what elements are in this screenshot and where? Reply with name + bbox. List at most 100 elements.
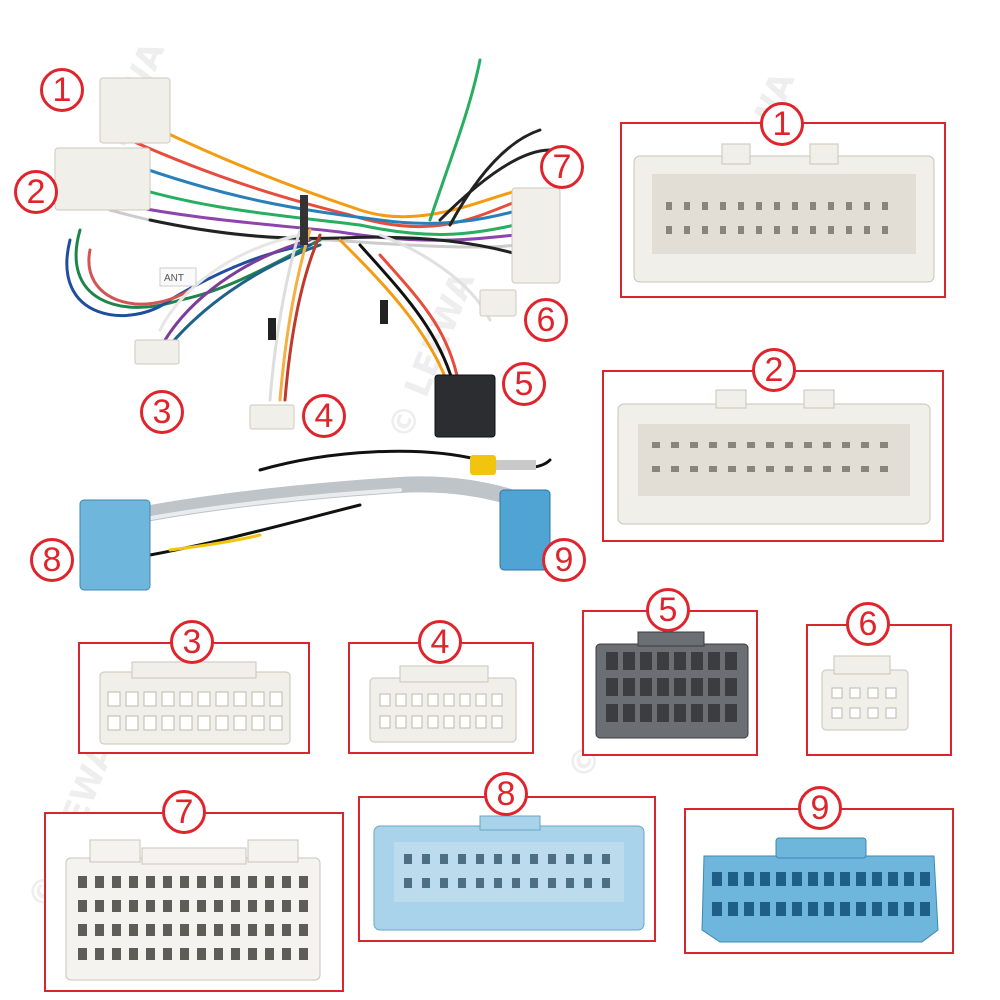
connector-cell [214, 876, 223, 888]
connector-cell [690, 466, 698, 472]
connector-cell [475, 693, 487, 707]
connector-cell [265, 924, 274, 936]
connector-cell [766, 442, 774, 448]
connector-panel-1 [620, 122, 946, 298]
connector-cell [640, 652, 652, 670]
connector-label-1: 1 [760, 102, 804, 146]
connector-cell [882, 226, 888, 234]
connector-cell [146, 948, 155, 960]
connector-cell [231, 876, 240, 888]
connector-cell [606, 652, 618, 670]
connector-cell [395, 715, 407, 729]
connector-cell [840, 902, 850, 916]
connector-cell [299, 948, 308, 960]
connector-cell [231, 948, 240, 960]
connector-cell [904, 872, 914, 886]
connector-cell [125, 715, 139, 731]
connector-cell [810, 202, 816, 210]
harness-tag-label: ANT [164, 273, 184, 284]
connector-cell [179, 715, 193, 731]
connector-cell [422, 878, 430, 888]
connector-cell [197, 924, 206, 936]
connector-1-pins [666, 202, 888, 234]
connector-cell [776, 902, 786, 916]
connector-9-cells [712, 872, 930, 916]
connector-cell [690, 442, 698, 448]
connector-cell [112, 948, 121, 960]
connector-cell [602, 854, 610, 864]
connector-cell [95, 900, 104, 912]
connector-4-cells [379, 693, 503, 729]
connector-cell [161, 715, 175, 731]
connector-cell [810, 226, 816, 234]
connector-cell [443, 715, 455, 729]
connector-cell [671, 466, 679, 472]
connector-cell [856, 902, 866, 916]
connector-cell [623, 704, 635, 722]
connector-cell [725, 678, 737, 696]
connector-cell [708, 652, 720, 670]
connector-3-cells [107, 691, 283, 731]
connector-cell [856, 872, 866, 886]
connector-cell [840, 872, 850, 886]
connector-cell [143, 691, 157, 707]
connector-cell [95, 876, 104, 888]
connector-cell [163, 900, 172, 912]
connector-label-8: 8 [484, 772, 528, 816]
connector-cell [491, 693, 503, 707]
connector-cell [440, 878, 448, 888]
connector-cell [691, 652, 703, 670]
connector-cell [808, 872, 818, 886]
connector-cell [422, 854, 430, 864]
connector-cell [657, 678, 669, 696]
connector-cell [512, 878, 520, 888]
connector-cell [760, 872, 770, 886]
connector-cell [747, 466, 755, 472]
connector-cell [548, 878, 556, 888]
connector-cell [265, 876, 274, 888]
callout-9: 9 [542, 538, 586, 582]
connector-cell [476, 854, 484, 864]
connector-cell [792, 226, 798, 234]
connector-cell [774, 202, 780, 210]
connector-cell [197, 900, 206, 912]
callout-1: 1 [40, 68, 84, 112]
connector-cell [251, 691, 265, 707]
connector-panel-7 [44, 812, 344, 992]
connector-cell [792, 202, 798, 210]
connector-7-cells [78, 876, 308, 960]
connector-cell [299, 876, 308, 888]
connector-cell [882, 202, 888, 210]
connector-cell [179, 691, 193, 707]
connector-cell [282, 924, 291, 936]
connector-cell [404, 854, 412, 864]
connector-cell [744, 872, 754, 886]
connector-cell [459, 715, 471, 729]
connector-cell [512, 854, 520, 864]
connector-cell [702, 226, 708, 234]
connector-label-7: 7 [162, 790, 206, 834]
connector-cell [652, 466, 660, 472]
connector-cell [776, 872, 786, 886]
connector-cell [657, 652, 669, 670]
connector-cell [712, 872, 722, 886]
connector-cell [738, 202, 744, 210]
connector-cell [566, 878, 574, 888]
connector-cell [163, 876, 172, 888]
connector-cell [269, 715, 283, 731]
connector-cell [720, 202, 726, 210]
connector-cell [725, 652, 737, 670]
connector-cell [824, 872, 834, 886]
connector-cell [248, 876, 257, 888]
connector-cell [143, 715, 157, 731]
connector-cell [404, 878, 412, 888]
connector-cell [849, 707, 861, 719]
connector-panel-3 [78, 642, 310, 754]
connector-cell [785, 442, 793, 448]
connector-cell [146, 876, 155, 888]
connector-cell [129, 924, 138, 936]
connector-cell [163, 948, 172, 960]
connector-cell [125, 691, 139, 707]
connector-cell [112, 876, 121, 888]
callout-3: 3 [140, 390, 184, 434]
